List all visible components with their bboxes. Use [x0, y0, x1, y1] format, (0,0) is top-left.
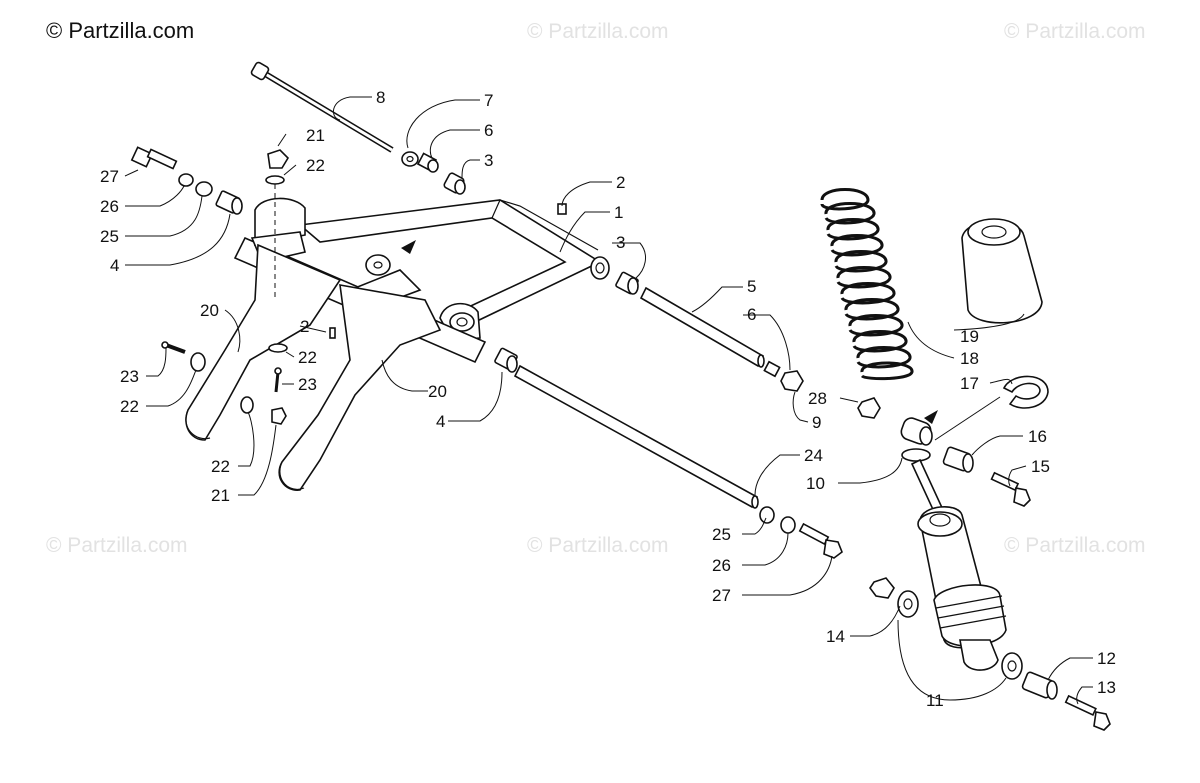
- watermark: © Partzilla.com: [46, 534, 188, 557]
- a-arm-part-1: [298, 199, 610, 341]
- label-part-7: 7: [484, 91, 493, 110]
- label-part-22: 22: [306, 156, 325, 175]
- washer-part-22-mid: [268, 343, 288, 353]
- bushing-part-4-top: [215, 190, 243, 215]
- watermark: © Partzilla.com: [1004, 20, 1146, 43]
- bushing-part-16: [942, 446, 974, 473]
- label-part-3: 3: [616, 233, 625, 252]
- washer-part-22-top: [265, 175, 285, 185]
- label-part-23: 23: [298, 375, 317, 394]
- label-part-9: 9: [812, 413, 821, 432]
- label-part-2: 2: [616, 173, 625, 192]
- bushing-part-12: [1021, 671, 1058, 700]
- nut-part-28: [857, 397, 881, 419]
- label-part-21: 21: [306, 126, 325, 145]
- rod-part-8: [250, 61, 394, 153]
- boot-part-19: [961, 218, 1043, 324]
- shock-part-10: [900, 410, 1007, 671]
- bolt-part-27-low: [798, 522, 843, 559]
- label-part-20: 20: [428, 382, 447, 401]
- label-part-24: 24: [804, 446, 823, 465]
- label-part-4: 4: [436, 412, 445, 431]
- bolt-part-13: [1064, 694, 1111, 731]
- arrow-marker: [401, 240, 416, 254]
- rail-strap-part-20-right: [278, 284, 442, 491]
- label-part-14: 14: [826, 627, 845, 646]
- rail-strap-part-20-left: [185, 243, 342, 441]
- bolt-part-27-top: [130, 146, 178, 170]
- label-part-4: 4: [110, 256, 119, 275]
- shaft-part-5: [639, 286, 765, 368]
- label-part-12: 12: [1097, 649, 1116, 668]
- bushing-part-3: [443, 172, 466, 195]
- screw-part-23-left: [161, 341, 186, 354]
- retainer-part-17: [1002, 375, 1049, 409]
- bushing-part-6: [416, 152, 439, 173]
- nut-part-21-top: [267, 149, 290, 169]
- washer-part-26-low: [780, 516, 796, 534]
- label-part-3: 3: [484, 151, 493, 170]
- watermark-main: © Partzilla.com: [46, 18, 195, 43]
- label-part-22: 22: [298, 348, 317, 367]
- label-part-25: 25: [712, 525, 731, 544]
- label-part-6: 6: [484, 121, 493, 140]
- washer-part-25-low: [759, 506, 775, 524]
- bushing-part-11-upper: [897, 590, 919, 618]
- label-part-20: 20: [200, 301, 219, 320]
- arrow-marker-shock: [924, 410, 938, 424]
- label-part-18: 18: [960, 349, 979, 368]
- label-part-5: 5: [747, 277, 756, 296]
- washer-part-22-left: [190, 352, 206, 372]
- leader-lines: [124, 96, 1093, 705]
- washer-part-22-low: [240, 396, 254, 414]
- shaft-part-24: [513, 364, 759, 509]
- watermark: © Partzilla.com: [527, 534, 669, 557]
- bushing-part-4-low: [494, 347, 518, 373]
- washer-part-7: [401, 151, 419, 167]
- label-part-8: 8: [376, 88, 385, 107]
- bushing-part-11-lower: [1001, 652, 1023, 680]
- screw-part-23-right: [274, 367, 282, 393]
- label-part-16: 16: [1028, 427, 1047, 446]
- label-part-25: 25: [100, 227, 119, 246]
- watermark: © Partzilla.com: [1004, 534, 1146, 557]
- label-part-13: 13: [1097, 678, 1116, 697]
- label-part-27: 27: [712, 586, 731, 605]
- label-part-6: 6: [747, 305, 756, 324]
- nut-part-14: [869, 577, 895, 599]
- washer-part-25-top: [195, 181, 213, 197]
- label-part-27: 27: [100, 167, 119, 186]
- label-part-26: 26: [712, 556, 731, 575]
- label-part-15: 15: [1031, 457, 1050, 476]
- label-part-28: 28: [808, 389, 827, 408]
- bolt-part-15: [990, 471, 1031, 507]
- label-part-10: 10: [806, 474, 825, 493]
- label-part-17: 17: [960, 374, 979, 393]
- washer-part-26-top: [178, 173, 194, 187]
- label-part-1: 1: [614, 203, 623, 222]
- bushing-part-3-right: [615, 271, 639, 295]
- label-part-11: 11: [926, 691, 944, 710]
- label-part-2: 2: [300, 317, 309, 336]
- spring-part-18: [820, 188, 914, 381]
- nut-part-9: [780, 370, 804, 392]
- bushing-part-6-right: [763, 360, 781, 378]
- label-part-26: 26: [100, 197, 119, 216]
- part-number-labels: 8 7 6 3 2 1 3 5 6 9 28 10 16 15 19 18 17…: [100, 88, 1116, 710]
- label-part-22: 22: [211, 457, 230, 476]
- grease-fitting-part-2b: [329, 327, 336, 339]
- upper-bracket: [250, 197, 422, 309]
- watermark: © Partzilla.com: [527, 20, 669, 43]
- label-part-23: 23: [120, 367, 139, 386]
- label-part-19: 19: [960, 327, 979, 346]
- label-part-22: 22: [120, 397, 139, 416]
- label-part-21: 21: [211, 486, 230, 505]
- nut-part-21-low: [271, 407, 287, 425]
